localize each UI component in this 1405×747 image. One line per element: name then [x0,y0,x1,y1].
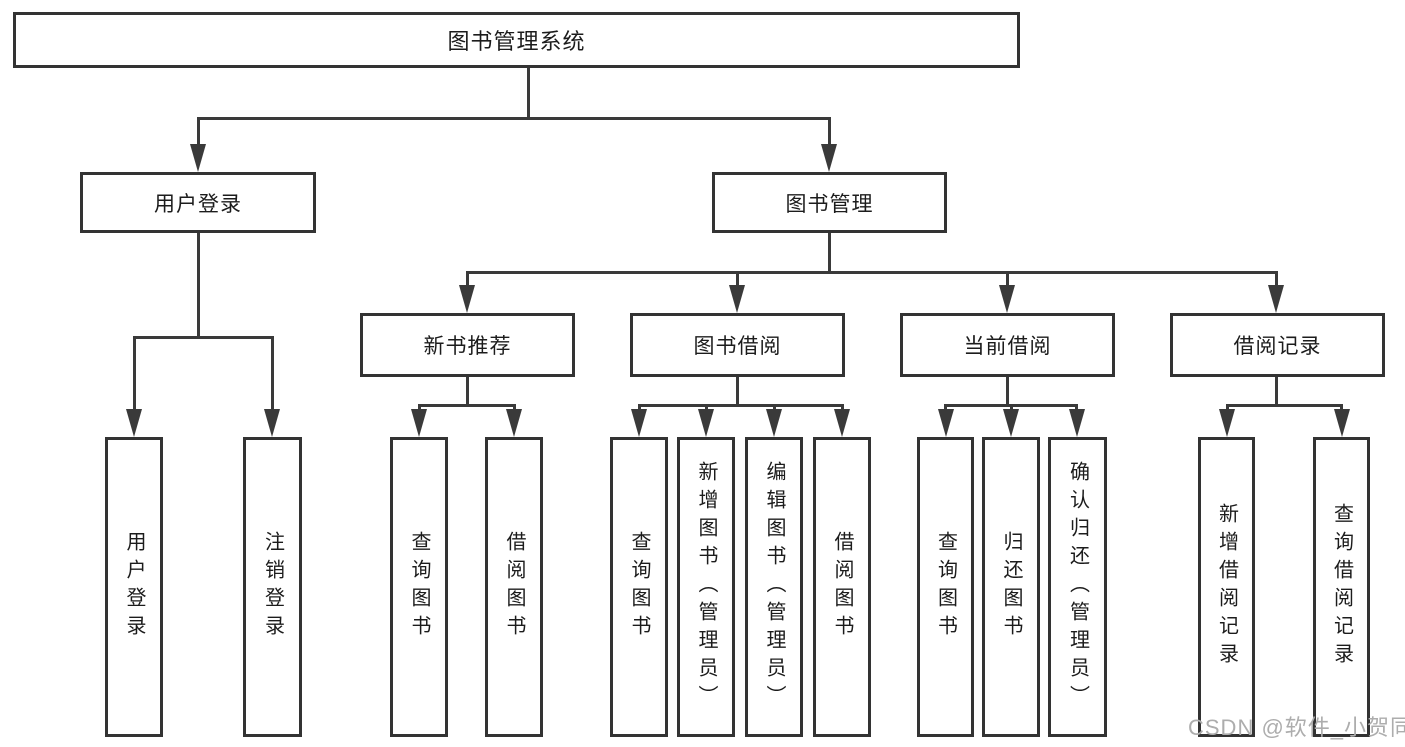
leaf-add-borrow-record-label: 新增借阅记录 [1215,503,1238,671]
node-root-label: 图书管理系统 [447,29,586,54]
arrow-down-icon [1003,409,1019,437]
connector-drop-leaf [418,404,421,411]
connector-drop-leaf [1075,404,1078,411]
leaf-query-books-1-label: 查询图书 [408,531,430,643]
connector-drop-borrow [736,271,739,287]
leaf-borrow-books-2: 借阅图书 [813,437,871,737]
leaf-query-books-3: 查询图书 [917,437,974,737]
connector-bookmgmt-horizontal [466,271,1277,274]
connector-drop-leaf [638,404,641,411]
connector-group-stub [1006,377,1009,405]
arrow-down-icon [1334,409,1350,437]
node-root: 图书管理系统 [13,12,1020,68]
leaf-return-books-label: 归还图书 [1000,531,1022,643]
node-book-borrow: 图书借阅 [630,313,845,377]
connector-drop-leaf [1010,404,1013,411]
connector-group-horizontal [638,404,842,407]
leaf-user-login-label: 用户登录 [123,531,145,643]
leaf-query-books-2: 查询图书 [610,437,668,737]
arrow-down-icon [1069,409,1085,437]
connector-drop-leaf [133,336,136,411]
connector-drop-leaf [841,404,844,411]
arrow-down-icon [698,409,714,437]
leaf-return-books: 归还图书 [982,437,1040,737]
node-new-book-recommend-label: 新书推荐 [423,335,512,358]
leaf-query-borrow-record: 查询借阅记录 [1313,437,1370,737]
connector-drop-leaf [705,404,708,411]
connector-drop-book-mgmt [828,117,831,147]
connector-drop-current [1006,271,1009,287]
connector-group-stub [736,377,739,405]
node-book-management: 图书管理 [712,172,947,233]
connector-root-horizontal [197,117,830,120]
arrow-down-icon [938,409,954,437]
connector-group-horizontal [1226,404,1342,407]
connector-group-stub [466,377,469,405]
arrow-down-icon [126,409,142,437]
leaf-query-books-1: 查询图书 [390,437,448,737]
arrow-down-icon [1268,285,1284,313]
connector-drop-leaf [1226,404,1229,411]
node-user-login-label: 用户登录 [154,192,242,216]
leaf-query-books-2-label: 查询图书 [628,531,650,643]
connector-drop-user-login [197,117,200,147]
arrow-down-icon [1219,409,1235,437]
leaf-user-login: 用户登录 [105,437,163,737]
connector-drop-leaf [271,336,274,411]
connector-drop-leaf [513,404,516,411]
connector-group-horizontal [418,404,514,407]
node-book-borrow-label: 图书借阅 [693,335,782,358]
connector-drop-records [1275,271,1278,287]
leaf-confirm-return-admin-label: 确认归还（管理员） [1066,461,1089,713]
leaf-query-borrow-record-label: 查询借阅记录 [1330,503,1353,671]
connector-drop-newbook [466,271,469,287]
connector-userlogin-horizontal [133,336,273,339]
connector-bookmgmt-stub [828,233,831,272]
node-new-book-recommend: 新书推荐 [360,313,575,377]
arrow-down-icon [459,285,475,313]
leaf-confirm-return-admin: 确认归还（管理员） [1048,437,1107,737]
csdn-watermark: CSDN @软件_小贺同学 [1188,715,1405,740]
arrow-down-icon [264,409,280,437]
node-borrow-records: 借阅记录 [1170,313,1385,377]
arrow-down-icon [729,285,745,313]
arrow-down-icon [411,409,427,437]
connector-drop-leaf [1340,404,1343,411]
leaf-logout-label: 注销登录 [261,531,284,643]
leaf-logout: 注销登录 [243,437,302,737]
connector-drop-leaf [944,404,947,411]
leaf-borrow-books-1-label: 借阅图书 [503,531,525,643]
leaf-edit-books-admin-label: 编辑图书（管理员） [763,461,785,713]
leaf-borrow-books-1: 借阅图书 [485,437,543,737]
arrow-down-icon [190,144,206,172]
node-user-login: 用户登录 [80,172,316,233]
node-current-borrow-label: 当前借阅 [963,335,1052,358]
connector-drop-leaf [773,404,776,411]
leaf-add-books-admin: 新增图书（管理员） [677,437,735,737]
connector-group-stub [1275,377,1278,405]
node-book-management-label: 图书管理 [785,192,874,216]
arrow-down-icon [766,409,782,437]
leaf-borrow-books-2-label: 借阅图书 [831,531,853,643]
arrow-down-icon [834,409,850,437]
node-current-borrow: 当前借阅 [900,313,1115,377]
arrow-down-icon [631,409,647,437]
connector-root-stub [527,68,530,118]
connector-userlogin-stub [197,233,200,337]
leaf-edit-books-admin: 编辑图书（管理员） [745,437,803,737]
arrow-down-icon [821,144,837,172]
node-borrow-records-label: 借阅记录 [1233,335,1322,358]
leaf-add-books-admin-label: 新增图书（管理员） [695,461,717,713]
arrow-down-icon [999,285,1015,313]
leaf-add-borrow-record: 新增借阅记录 [1198,437,1255,737]
leaf-query-books-3-label: 查询图书 [934,531,957,643]
arrow-down-icon [506,409,522,437]
